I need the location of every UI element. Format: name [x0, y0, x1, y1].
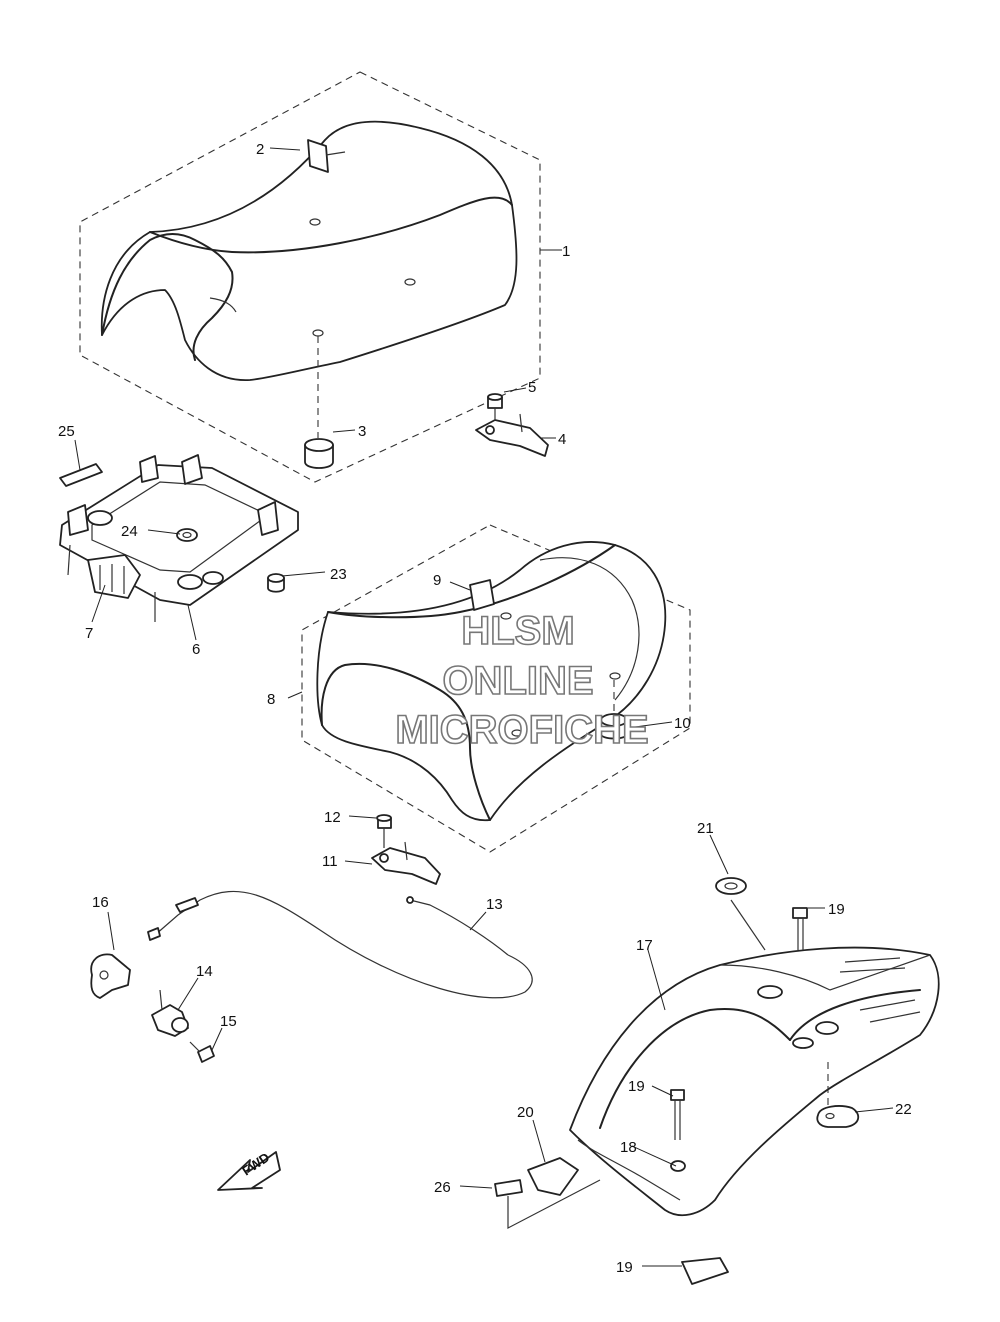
callout-22: 21: [697, 820, 714, 837]
callout-1: 1: [562, 243, 570, 260]
cover-20: [681, 1257, 729, 1285]
callout-numbers: 2 1 3 4 5 25 24 23 7 6 9 8 10 12 11 13 1…: [58, 141, 912, 1276]
callout-21: 20: [517, 1104, 534, 1121]
callout-10: 10: [674, 715, 691, 732]
grommet-25: [176, 528, 198, 542]
watermark-line-1: HLSM: [461, 609, 574, 653]
callout-9: 9: [433, 572, 441, 589]
damper-23: [816, 1060, 860, 1128]
callout-25: 24: [121, 523, 138, 540]
callout-18: 18: [620, 1139, 637, 1156]
bracket-11: [371, 841, 441, 885]
nut-5: [487, 393, 503, 420]
label-26: [59, 463, 103, 487]
leader-lines: [74, 147, 894, 1267]
bolt-19-upper: [792, 907, 808, 950]
seat-1: [100, 120, 518, 381]
seat-lock-14: [151, 989, 189, 1037]
callout-3: 3: [358, 423, 366, 440]
callout-2: 2: [256, 141, 264, 158]
tail-cover-17: [569, 946, 940, 1217]
damper-3: [304, 336, 334, 469]
bracket-21: [527, 1157, 579, 1196]
bracket-4: [475, 413, 549, 457]
label-27: [494, 1179, 601, 1229]
callout-5: 5: [528, 379, 536, 396]
callout-20: 19: [616, 1259, 633, 1276]
callout-27: 26: [434, 1179, 451, 1196]
seat-lock-hook-7: [87, 554, 141, 599]
callout-4: 4: [558, 431, 566, 448]
forward-direction-arrow: FWD: [217, 1149, 281, 1191]
nut-12: [376, 814, 392, 848]
callout-8: 8: [267, 691, 275, 708]
callout-23: 22: [895, 1101, 912, 1118]
callout-19-upper: 19: [828, 901, 845, 918]
washer-18: [670, 1160, 686, 1172]
seat-lock-cable-13: [147, 890, 533, 999]
callout-19-lower: 19: [628, 1078, 645, 1095]
cable-holder-16: [90, 953, 131, 999]
callout-24: 23: [330, 566, 347, 583]
watermark-line-2: ONLINE: [442, 659, 593, 703]
screw-15: [189, 1041, 215, 1063]
callout-7: 7: [85, 625, 93, 642]
label-9: [469, 579, 495, 611]
damper-10: [600, 680, 628, 740]
damper-24: [267, 573, 285, 593]
group-outline-seat-1: [79, 71, 541, 483]
callout-13: 13: [486, 896, 503, 913]
callout-16: 16: [92, 894, 109, 911]
watermark: HLSM ONLINE MICROFICHE: [395, 608, 650, 753]
callout-17: 17: [636, 937, 653, 954]
bolt-19-lower: [670, 1089, 685, 1140]
grommet-22: [715, 877, 766, 951]
watermark-line-3: MICROFICHE: [395, 708, 648, 752]
callout-11: 11: [322, 853, 338, 870]
label-2: [307, 139, 346, 173]
callout-12: 12: [324, 809, 341, 826]
group-outline-seat-8: [301, 524, 691, 853]
callout-26: 25: [58, 423, 75, 440]
callout-14: 14: [196, 963, 213, 980]
seat-8: [316, 541, 667, 822]
callout-15: 15: [220, 1013, 237, 1030]
callout-6: 6: [192, 641, 200, 658]
